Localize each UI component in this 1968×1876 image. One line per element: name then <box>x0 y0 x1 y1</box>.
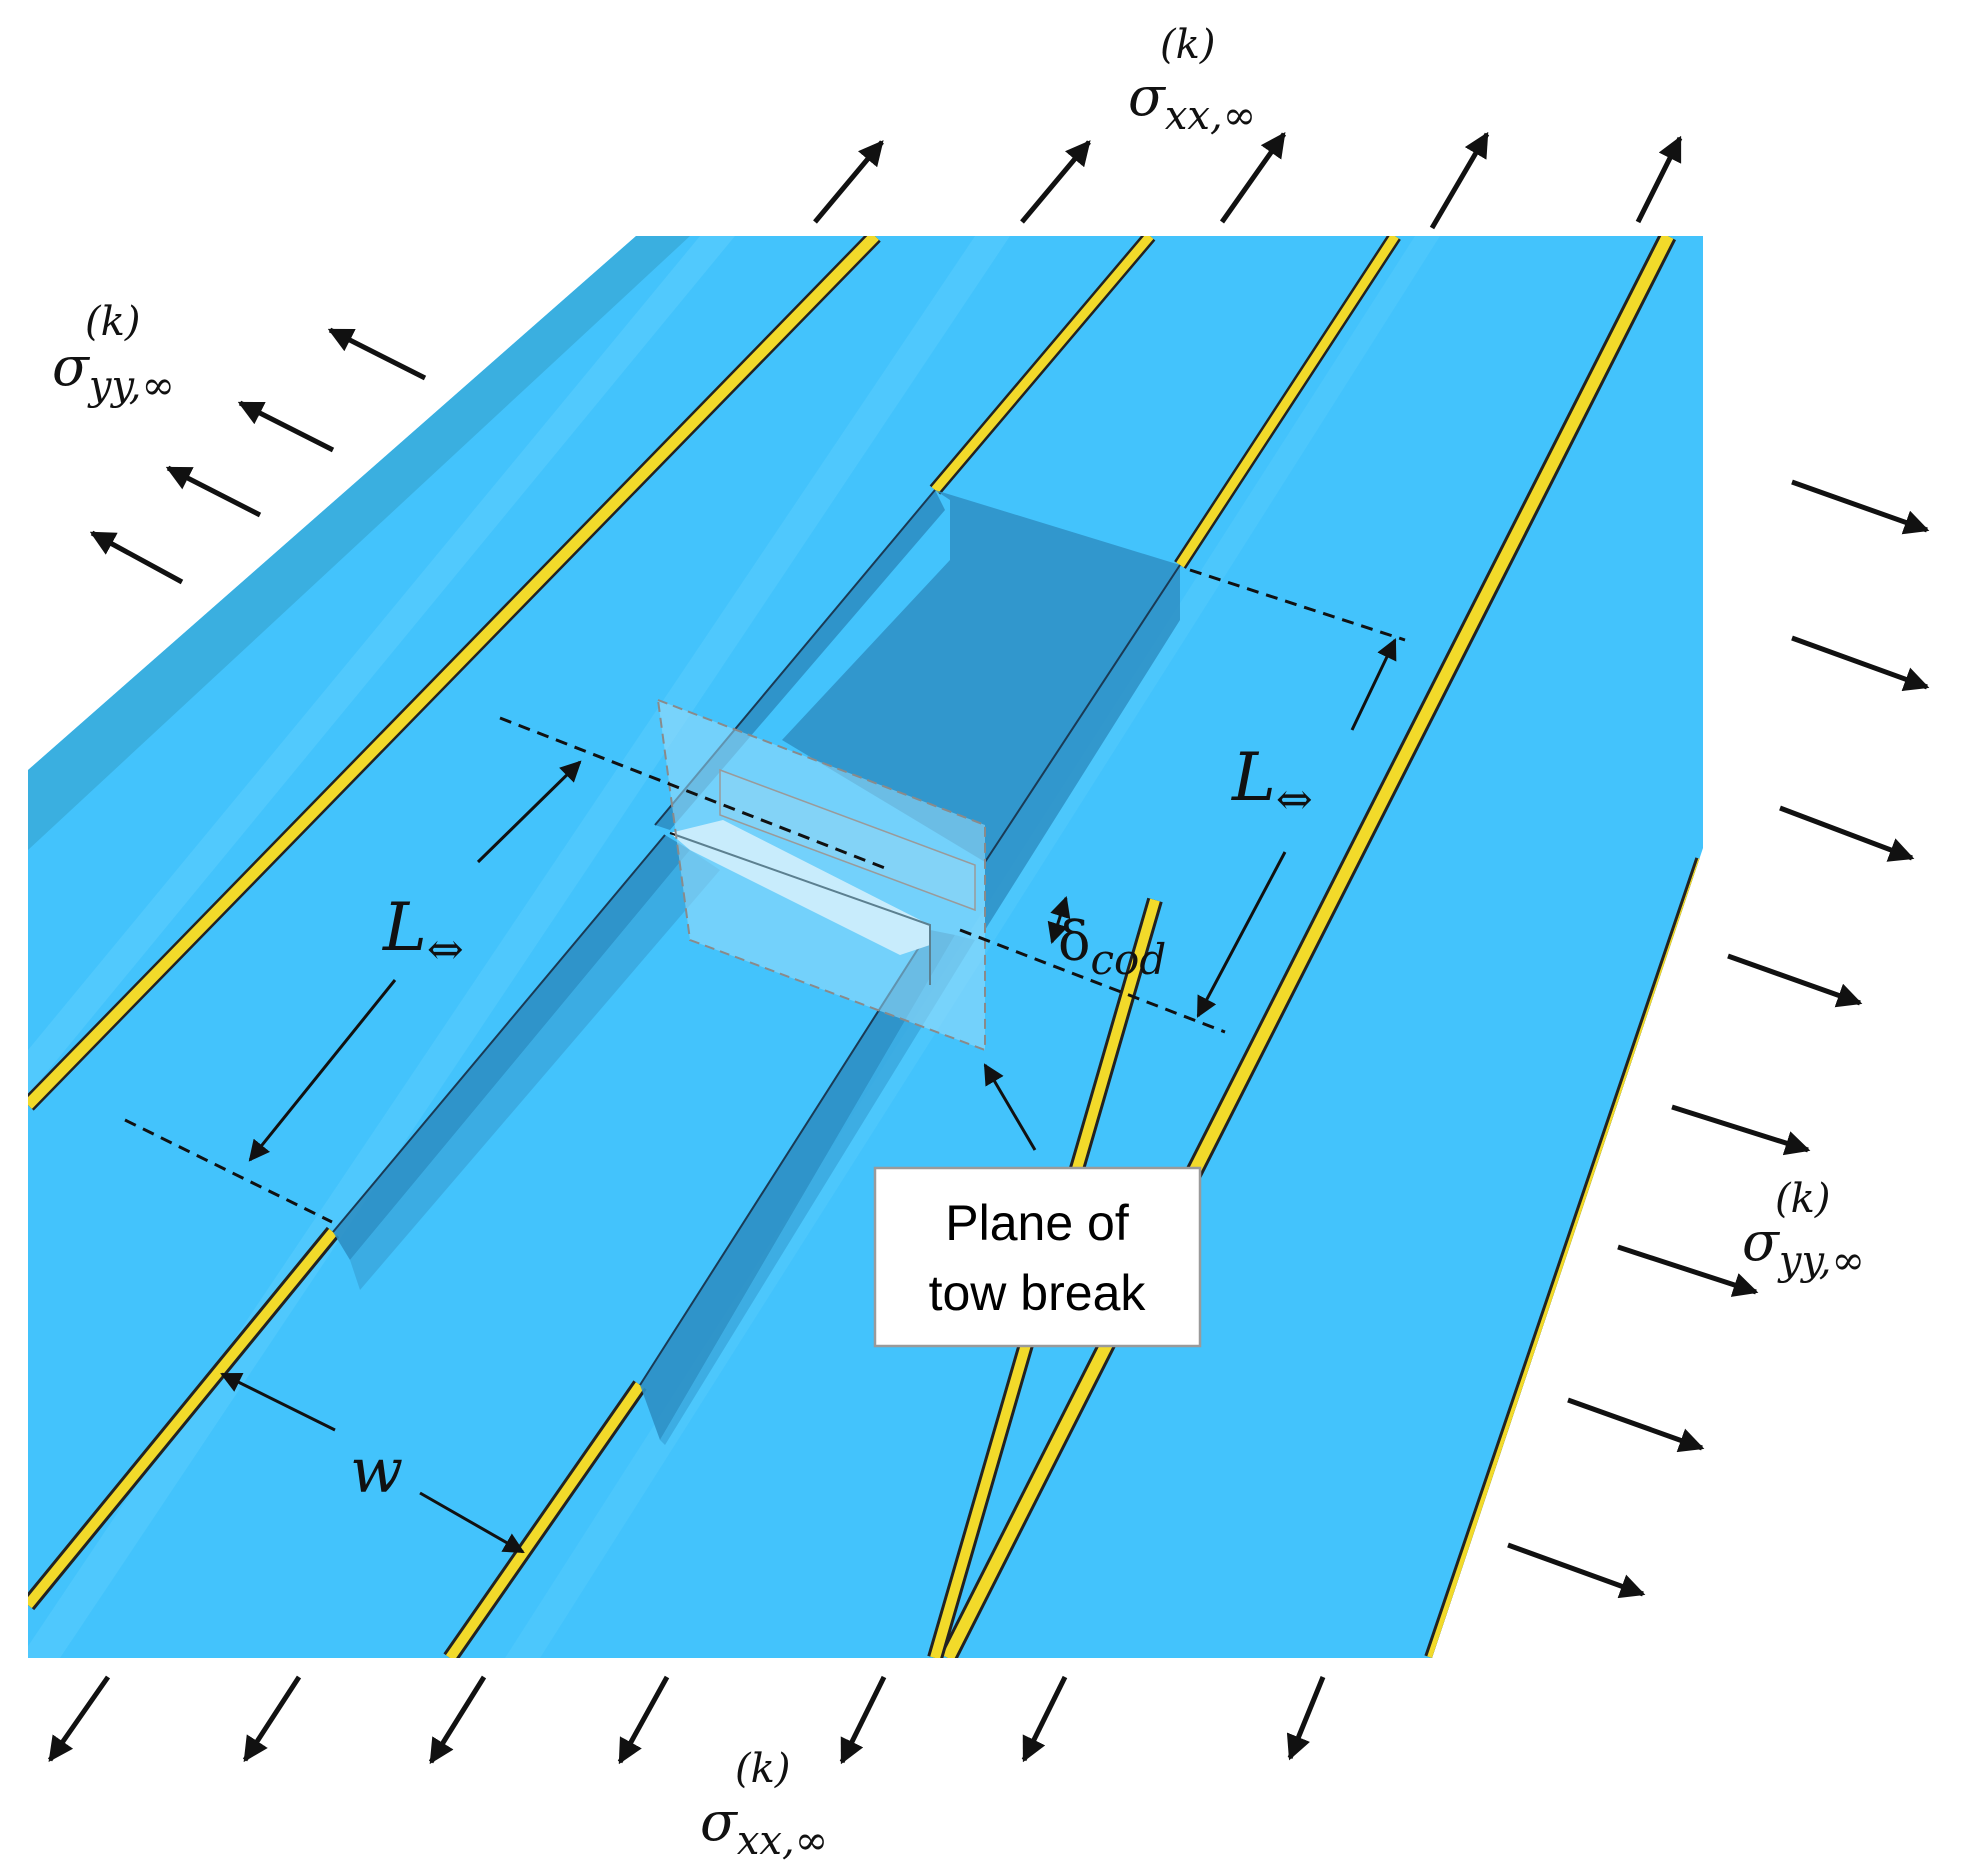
dim-extension-dashed <box>959 928 1226 1034</box>
label-tow-width: w <box>350 1434 403 1507</box>
resin-gap <box>931 236 1154 493</box>
tow-wall-lower-mid <box>640 930 955 1440</box>
svg-text:L⇔: L⇔ <box>382 889 464 975</box>
dimension-lines <box>124 568 1406 1554</box>
label-length-left: L⇔ <box>382 889 464 975</box>
arrow-yy-right <box>1727 953 1863 1008</box>
tow-upper-block <box>719 768 976 912</box>
stress-arrows-right <box>1507 479 1930 1599</box>
callout-line-1: Plane of <box>945 1195 1129 1251</box>
arrow-xx-down <box>428 1675 487 1765</box>
label-crack-opening: δcod <box>1058 910 1166 984</box>
tow-wall-lower-mid-shadow <box>660 935 975 1445</box>
label-sigma-yy-left-sub: yy,∞ <box>87 363 175 409</box>
callout-plane-of-tow-break: Plane of tow break <box>873 1166 1202 1348</box>
label-length-right-sub: ⇔ <box>1276 774 1313 825</box>
arrow-xx-up <box>1429 131 1490 230</box>
svg-text:σxx,∞: σxx,∞ <box>700 1790 828 1864</box>
arrow-yy-right <box>1507 1542 1646 1599</box>
dim-arrow-right-length <box>1196 851 1287 1018</box>
label-length-right-main: L <box>1231 739 1276 816</box>
label-sigma-xx-bottom-sup: (k) <box>735 1746 790 1792</box>
svg-text:δcod: δcod <box>1058 910 1166 984</box>
tow-wall-lower-left <box>333 835 690 1260</box>
resin-gap <box>28 236 879 1109</box>
arrow-yy-left <box>165 465 262 518</box>
arrow-yy-left <box>89 530 184 585</box>
dim-arrow-width <box>220 1372 336 1432</box>
stress-arrows-bottom <box>47 1675 1326 1765</box>
label-sigma-xx-bottom-main: σ <box>700 1790 739 1853</box>
arrow-xx-up <box>813 140 884 224</box>
arrow-yy-right <box>1617 1244 1759 1297</box>
callout-line-2: tow break <box>929 1265 1147 1321</box>
tow-edge <box>984 564 1181 863</box>
label-sigma-xx-bottom-sub: xx,∞ <box>737 1818 828 1864</box>
arrow-yy-left <box>237 400 335 453</box>
arrow-yy-right <box>1791 635 1930 692</box>
label-sigma-xx-top-sup: (k) <box>1160 22 1215 68</box>
resin-gap <box>445 1382 645 1658</box>
arrow-xx-down <box>1021 1675 1068 1763</box>
arrow-yy-left <box>327 327 427 381</box>
arrow-xx-up <box>1635 135 1683 224</box>
stress-arrows-top <box>813 131 1683 230</box>
label-sigma-xx-top: σxx,∞ (k) <box>1128 22 1256 139</box>
dim-arrow-left-length <box>476 760 582 864</box>
arrow-xx-up <box>1020 140 1091 224</box>
svg-text:σyy,∞: σyy,∞ <box>1742 1210 1865 1284</box>
label-sigma-yy-right-main: σ <box>1742 1210 1781 1273</box>
dim-extension-dashed <box>499 716 891 872</box>
edge-band <box>28 236 690 850</box>
arrow-yy-right <box>1671 1104 1811 1156</box>
resin-gap <box>942 236 1674 1658</box>
dim-extension-dashed <box>1189 568 1406 642</box>
arrow-yy-right <box>1791 479 1930 535</box>
callout-leader <box>983 1063 1037 1151</box>
label-sigma-xx-bottom: σxx,∞ (k) <box>700 1746 828 1864</box>
label-sigma-yy-right-sup: (k) <box>1775 1176 1830 1222</box>
arrow-xx-down <box>617 1675 670 1765</box>
arrow-xx-up <box>1219 131 1287 224</box>
stress-arrows-left <box>89 327 427 585</box>
svg-text:σxx,∞: σxx,∞ <box>1128 65 1256 139</box>
label-sigma-yy-right: σyy,∞ (k) <box>1742 1176 1865 1284</box>
label-sigma-yy-left-main: σ <box>52 335 91 398</box>
arrow-xx-down <box>1286 1676 1326 1761</box>
label-length-left-sub: ⇔ <box>427 924 464 975</box>
tow-wall-upper <box>782 490 1180 930</box>
label-length-right: L⇔ <box>1231 739 1313 825</box>
arrow-xx-down <box>242 1675 302 1763</box>
dim-arrow-left-length <box>248 979 397 1162</box>
tow-highlight <box>28 236 735 1095</box>
label-crack-opening-main: δ <box>1058 910 1091 973</box>
tow-edge <box>332 834 666 1233</box>
label-sigma-yy-right-sub: yy,∞ <box>1777 1238 1865 1284</box>
label-sigma-xx-top-main: σ <box>1128 65 1167 128</box>
resin-gap <box>1176 236 1399 568</box>
arrow-yy-right <box>1567 1397 1705 1453</box>
arrow-yy-right <box>1779 805 1915 862</box>
label-length-left-main: L <box>382 889 427 966</box>
lamina-slab <box>28 236 1703 1658</box>
svg-text:σyy,∞: σyy,∞ <box>52 335 175 409</box>
dim-arrow-width <box>419 1491 525 1554</box>
resin-gap <box>28 1228 337 1609</box>
label-sigma-yy-left-sup: (k) <box>85 299 140 345</box>
label-sigma-xx-top-sub: xx,∞ <box>1165 93 1256 139</box>
arrow-xx-down <box>839 1675 887 1765</box>
svg-text:L⇔: L⇔ <box>1231 739 1313 825</box>
arrow-xx-down <box>47 1675 111 1763</box>
label-crack-opening-sub: cod <box>1091 935 1167 984</box>
tow-wall-lower-left-shadow <box>350 850 720 1290</box>
dim-arrow-crack-opening <box>1047 895 1071 945</box>
callout-box <box>873 1166 1202 1348</box>
tow-bands <box>28 236 1703 1658</box>
label-sigma-yy-left: σyy,∞ (k) <box>52 299 175 409</box>
dim-arrow-right-length <box>1350 638 1397 731</box>
